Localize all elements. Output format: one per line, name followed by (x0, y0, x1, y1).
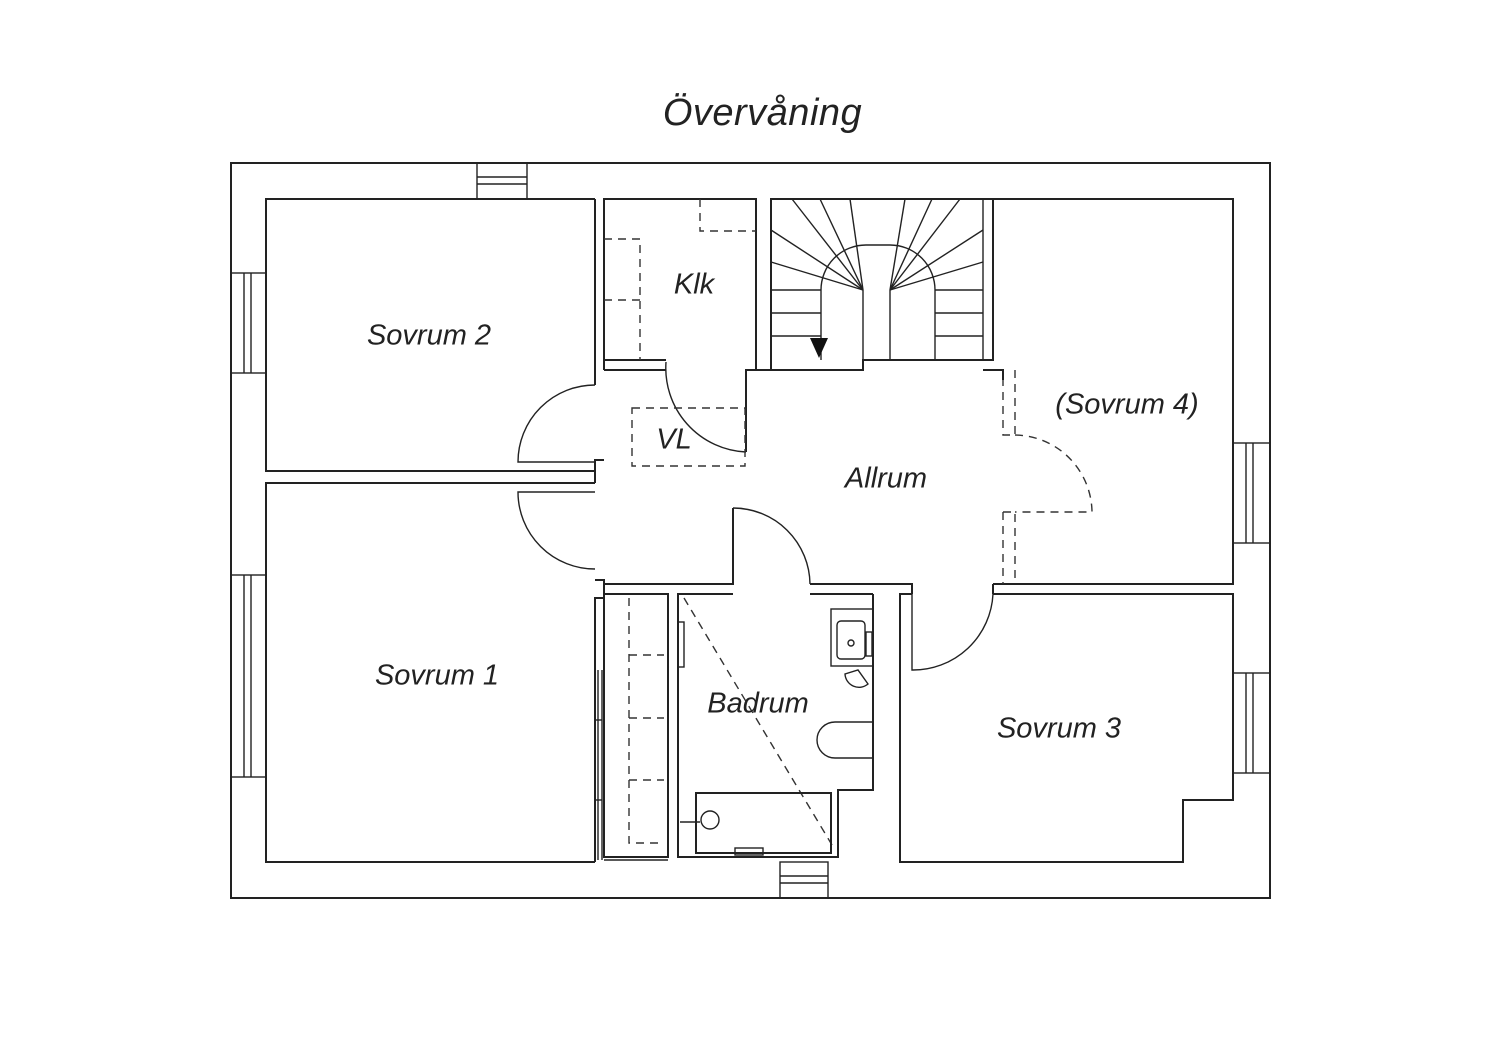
room-label-badrum: Badrum (707, 687, 809, 720)
closet-dash (628, 598, 664, 844)
klk-shelf-1 (699, 199, 756, 232)
door-sovrum4 (1014, 434, 1093, 513)
door-sovrum3 (911, 593, 994, 671)
wall-sovrum4-west (983, 369, 1004, 380)
door-sovrum2 (517, 384, 596, 463)
bathtub-controls (734, 847, 764, 856)
window-sovrum2 (230, 272, 267, 374)
badrum-shelf (677, 621, 685, 668)
stair-well (820, 244, 936, 360)
room-label-klk: Klk (673, 268, 715, 301)
bathtub-drain (700, 810, 720, 830)
wall-sovrum2 (265, 198, 604, 472)
sink (830, 608, 874, 667)
plan-title: Övervåning (662, 92, 863, 134)
window-badrum (779, 861, 829, 899)
wall-badrum (677, 593, 874, 858)
sovrum1-wardrobe-doors (594, 670, 603, 860)
wall-klk (603, 198, 757, 452)
sink-basin (836, 620, 866, 660)
room-label-sovrum3: Sovrum 3 (996, 712, 1122, 745)
room-label-vl: VL (656, 423, 692, 456)
stair-treads (770, 198, 984, 337)
window-sovrum4 (1232, 442, 1271, 544)
sink-drain (847, 639, 855, 647)
outer-wall (230, 162, 1271, 899)
room-label-sovrum2: Sovrum 2 (366, 319, 492, 352)
wall-sovrum3 (899, 593, 1234, 863)
stair-wall (770, 198, 993, 370)
badrum-ceiling-slope (683, 597, 833, 846)
toilet (816, 721, 874, 759)
closet-shelves (629, 654, 664, 781)
klk-shelf-2 (604, 238, 641, 360)
room-label-allrum: Allrum (844, 462, 928, 495)
sovrum4-wardrobe (1002, 370, 1016, 436)
door-klk (665, 361, 747, 453)
wall-hall-south-2 (810, 583, 913, 594)
door-badrum (732, 507, 811, 585)
room-label-sovrum1: Sovrum 1 (374, 659, 500, 692)
wall-closet (603, 593, 669, 858)
vl-outline (631, 407, 746, 467)
window-sovrum3 (1232, 672, 1271, 774)
bathtub (695, 792, 832, 854)
room-label-sovrum4: (Sovrum 4) (1055, 388, 1199, 421)
wall-sovrum4 (993, 198, 1234, 585)
sovrum4-wardrobe-2 (1003, 511, 1016, 584)
window-north (476, 162, 528, 200)
wall-hall-south (604, 508, 734, 585)
door-sovrum1 (517, 491, 596, 570)
stair-arrow (810, 338, 828, 358)
shower-head (844, 669, 869, 688)
stair-wall-south (756, 199, 994, 371)
window-sovrum1 (230, 574, 267, 778)
faucet (865, 631, 873, 657)
